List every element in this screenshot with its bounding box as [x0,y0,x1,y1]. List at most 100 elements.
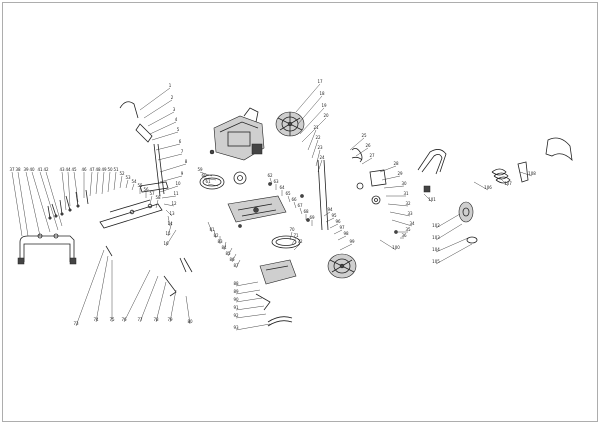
callout-low-leader [139,275,159,323]
callout-labels: 1234567891011121314151617181920212223242… [9,79,536,330]
handle-bolts [47,189,89,220]
axle-spring-cluster [317,148,387,231]
callout-mid-leader [207,183,219,187]
callout-top-number: 36 [401,233,407,238]
callout-mid-leader [149,195,153,205]
callout-top-number: 33 [407,211,413,216]
callout-mid-number: 68 [303,209,309,214]
callout-top-leader [165,209,173,217]
callout-low-number: 104 [432,247,440,252]
callout-low-leader [207,221,213,233]
callout-mid-leader [131,183,135,191]
belt-pulley-set [271,235,301,249]
callout-mid-leader [155,199,159,209]
callout-low-leader [75,249,105,327]
callout-low-number: 97 [339,225,345,230]
callout-leaders [11,83,533,331]
drive-belt [267,316,293,327]
callout-low-leader [329,223,339,229]
callout-low-number: 94 [327,207,333,212]
callout-low-number: 82 [213,233,219,238]
callout-top-number: 28 [393,161,399,166]
callout-top-leader [163,203,175,207]
callout-mid-leader [89,171,93,197]
callout-mid-number: 54 [131,179,137,184]
callout-mid-leader [125,179,129,189]
callout-top-number: 31 [403,191,409,196]
callout-low-leader [185,295,191,325]
callout-low-leader [213,229,217,239]
callout-top-leader [159,175,183,183]
callout-mid-leader [299,207,303,215]
callout-top-number: 18 [319,91,325,96]
callout-low-leader [95,255,109,323]
callout-mid-number: 62 [267,173,273,178]
wheel-top [275,111,305,137]
callout-mid-number: 52 [119,171,125,176]
callout-mid-leader [11,171,23,237]
callout-top-number: 7 [181,149,184,154]
callout-mid-number: 58 [155,195,161,200]
callout-low-leader [339,243,353,251]
callout-top-number: 22 [315,135,321,140]
callout-low-leader [235,305,265,311]
callout-top-leader [301,117,327,143]
callout-mid-leader [61,171,67,211]
callout-mid-leader [119,175,123,189]
callout-low-leader [499,177,509,187]
hook-bracket [517,137,573,183]
callout-low-number: 93 [233,325,239,330]
callout-top-leader [349,137,365,151]
callout-top-leader [299,107,325,135]
callout-top-number: 24 [319,155,325,160]
handle-lower-frame [17,233,77,265]
callout-top-number: 23 [317,145,323,150]
callout-mid-number: 63 [273,179,279,184]
callout-top-leader [307,129,317,151]
callout-top-leader [295,83,321,113]
callout-low-number: 90 [233,297,239,302]
callout-low-leader [333,229,343,235]
callout-top-leader [379,165,397,173]
callout-top-number: 26 [365,143,371,148]
callout-top-number: 17 [317,79,323,84]
callout-top-number: 34 [409,221,415,226]
callout-mid-number: 41 [37,167,43,172]
callout-top-number: 4 [175,117,178,122]
callout-mid-number: 67 [297,203,303,208]
callout-top-number: 32 [405,201,411,206]
callout-low-number: 74 [93,317,99,322]
callout-top-number: 9 [181,171,184,176]
callout-low-leader [325,217,335,223]
handle-upper-bar [99,199,163,229]
base-plate [227,195,287,223]
wheel-bottom [327,253,357,279]
callout-mid-leader [287,195,291,203]
callout-top-leader [391,219,413,227]
callout-low-number: 106 [484,185,492,190]
callout-top-number: 13 [169,211,175,216]
callout-top-leader [315,149,321,167]
callout-mid-leader [39,171,59,231]
callout-low-number: 86 [229,257,235,262]
callout-low-leader [435,213,461,229]
callout-top-leader [381,175,401,181]
callout-low-leader [235,313,267,319]
callout-mid-number: 70 [289,227,295,232]
callout-mid-number: 61 [205,179,211,184]
callout-top-number: 25 [361,133,367,138]
callout-low-number: 96 [335,219,341,224]
callout-low-number: 88 [233,281,239,286]
coil-spring [491,168,511,184]
callout-top-number: 29 [397,171,403,176]
callout-top-leader [165,229,177,247]
callout-low-number: 83 [217,239,223,244]
callout-mid-leader [289,231,293,241]
callout-low-number: 102 [432,223,440,228]
callout-mid-number: 59 [197,167,203,172]
callout-mid-leader [17,171,29,237]
callout-mid-number: 72 [297,239,303,244]
callout-top-number: 5 [177,127,180,132]
callout-mid-leader [73,171,79,203]
